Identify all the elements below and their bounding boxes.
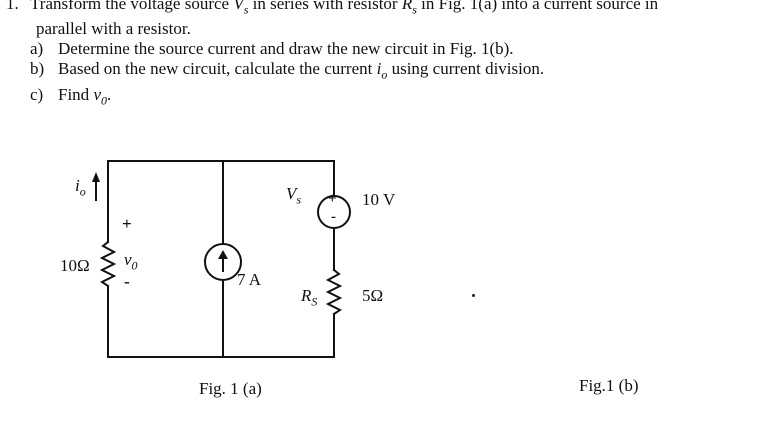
part-c-label: c)	[30, 84, 44, 104]
vs-minus-sign: -	[331, 209, 336, 225]
vo-variable: v	[93, 84, 101, 104]
caption-fig-1b: Fig.1 (b)	[579, 376, 639, 395]
problem-text: 1. Transform the voltage source Vs in ser…	[6, 0, 766, 110]
part-b-text-end: using current division.	[387, 59, 545, 79]
part-b: b) Based on the new circuit, calculate th…	[6, 59, 766, 84]
resistor-10-ohm	[99, 240, 117, 288]
part-a: a) Determine the source current and draw …	[6, 39, 766, 59]
problem-line-2: parallel with a resistor.	[36, 19, 191, 39]
problem-text-segment: Transform the voltage source	[30, 0, 234, 13]
vo-subscript: 0	[100, 93, 107, 108]
io-label-sub: o	[79, 184, 86, 199]
vo-plus-sign: +	[122, 214, 132, 233]
current-source-value: 7 A	[237, 270, 262, 289]
part-c-text: Find	[58, 84, 94, 104]
rs-label-sub: S	[311, 294, 318, 309]
vo-minus-sign: -	[124, 272, 130, 291]
vo-label-sub: 0	[131, 258, 138, 273]
caption-fig-1a: Fig. 1 (a)	[199, 379, 262, 398]
resistor-rs	[325, 268, 343, 316]
current-source-arrow-icon	[218, 250, 228, 259]
part-c: c) Find v0.	[6, 85, 766, 110]
vo-label-var: v	[124, 250, 132, 269]
problem-number: 1.	[6, 0, 19, 13]
part-a-label: a)	[30, 39, 44, 59]
rs-label-var: R	[301, 286, 312, 305]
rs-subscript: s	[412, 2, 417, 17]
rs-value: 5Ω	[362, 286, 384, 305]
vs-label: Vs	[286, 184, 301, 207]
io-subscript: o	[381, 67, 388, 82]
vs-value: 10 V	[362, 190, 396, 209]
vs-label-var: V	[286, 184, 297, 203]
vs-variable: V	[233, 0, 244, 13]
io-label-var: i	[75, 176, 80, 195]
problem-line-1: 1. Transform the voltage source Vs in ser…	[6, 0, 766, 19]
vs-plus-sign: +	[328, 191, 337, 207]
rs-variable: R	[401, 0, 413, 13]
part-b-label: b)	[30, 59, 45, 79]
problem-text-segment: in series with resistor	[248, 0, 402, 13]
part-c-text-end: .	[106, 84, 112, 104]
resistor-10-label: 10Ω	[60, 256, 90, 275]
vs-label-sub: s	[296, 192, 302, 207]
io-arrow-icon	[92, 172, 100, 182]
vs-subscript: s	[243, 2, 249, 17]
io-label: io	[75, 176, 86, 199]
problem-text-segment: in Fig. 1(a) into a current source in	[416, 0, 659, 13]
rs-label: RS	[301, 286, 317, 309]
part-a-text: Determine the source current and draw th…	[58, 39, 514, 59]
io-variable: i	[376, 59, 382, 79]
part-b-text: Based on the new circuit, calculate the …	[58, 59, 377, 79]
stray-dot	[472, 294, 475, 297]
vo-label: v0	[124, 250, 138, 273]
